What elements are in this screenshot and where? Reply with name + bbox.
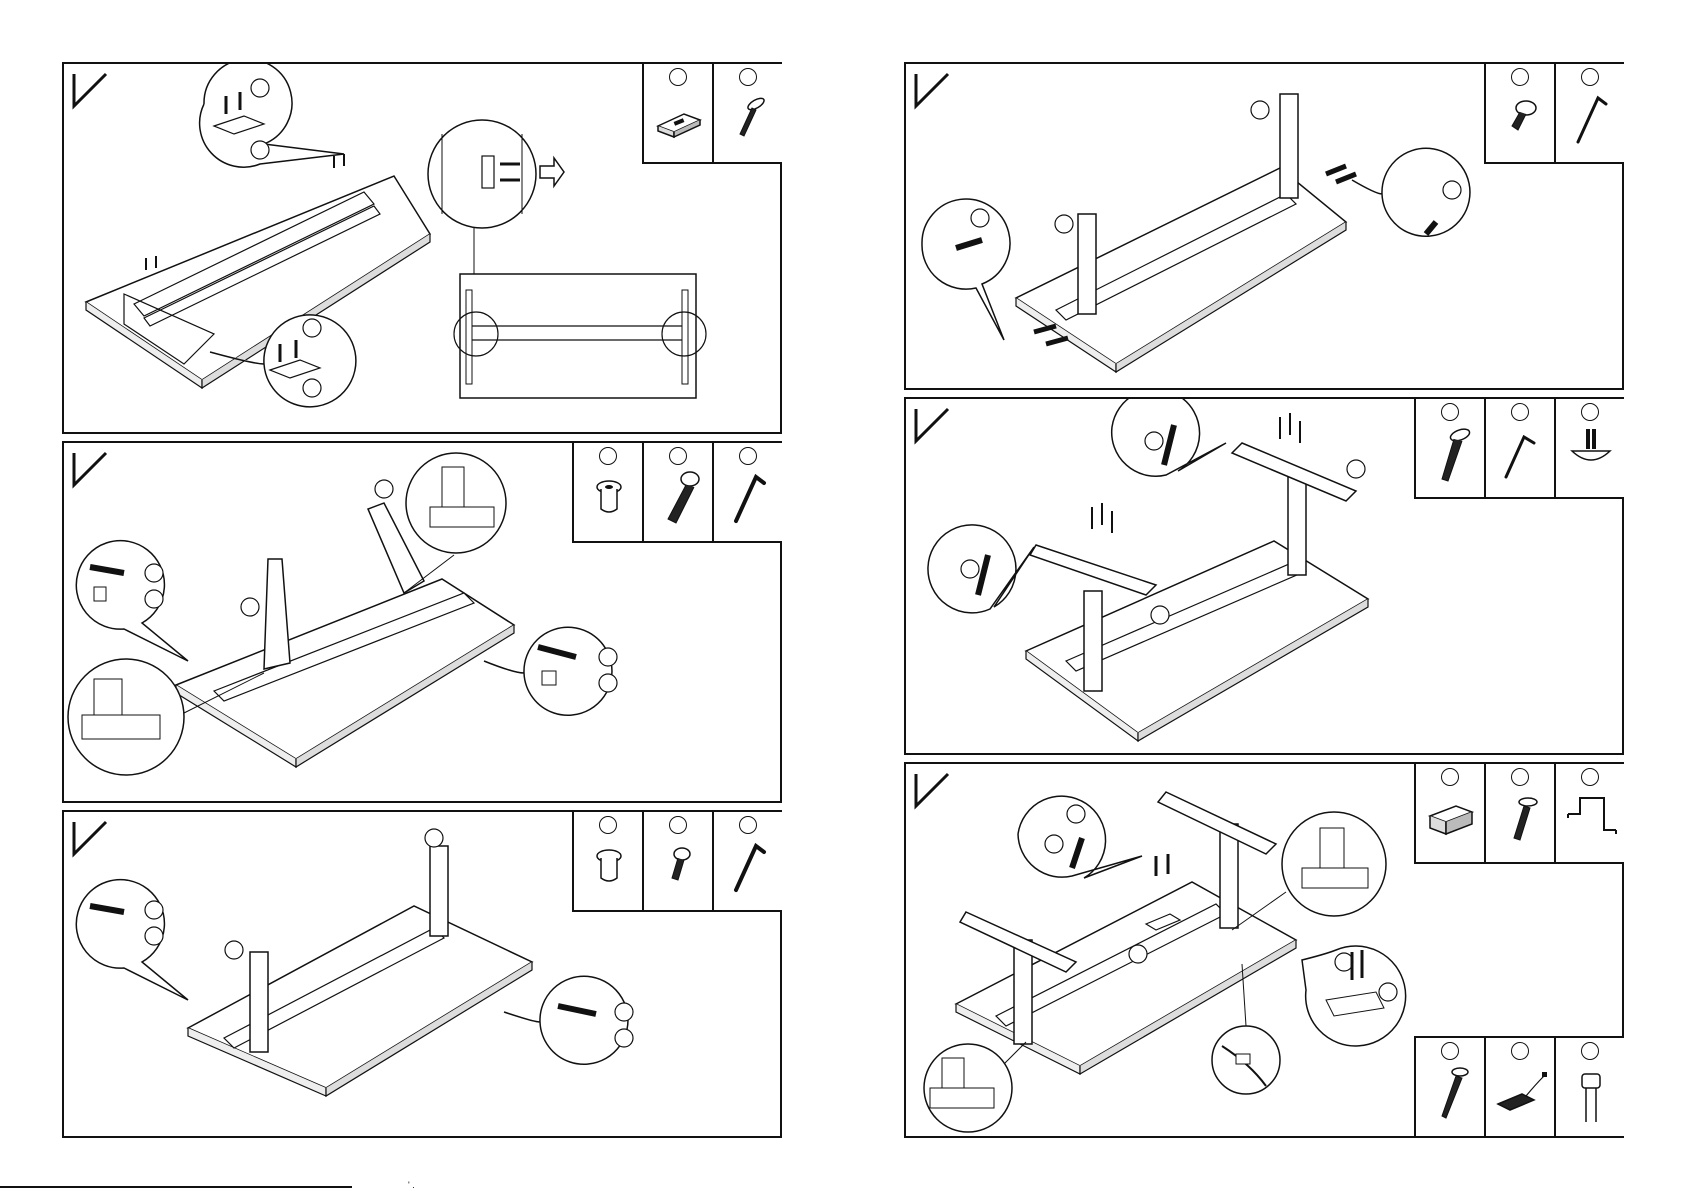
step-panel-d bbox=[904, 62, 1624, 390]
control-box-installation bbox=[906, 764, 1622, 1136]
tabletop-leg-assembly bbox=[64, 443, 780, 801]
footer-rule bbox=[0, 1186, 352, 1188]
step-panel-e bbox=[904, 397, 1624, 755]
leg-side-bolting bbox=[906, 64, 1622, 388]
step-panel-f bbox=[904, 762, 1624, 1138]
step-panel-c bbox=[62, 810, 782, 1138]
step-panel-a bbox=[62, 62, 782, 434]
tabletop-legs-upright bbox=[64, 812, 780, 1136]
footer-mark: ' . bbox=[408, 1180, 415, 1190]
feet-attachment bbox=[906, 399, 1622, 753]
step-panel-b bbox=[62, 441, 782, 803]
tabletop-bottom-view bbox=[64, 64, 780, 432]
